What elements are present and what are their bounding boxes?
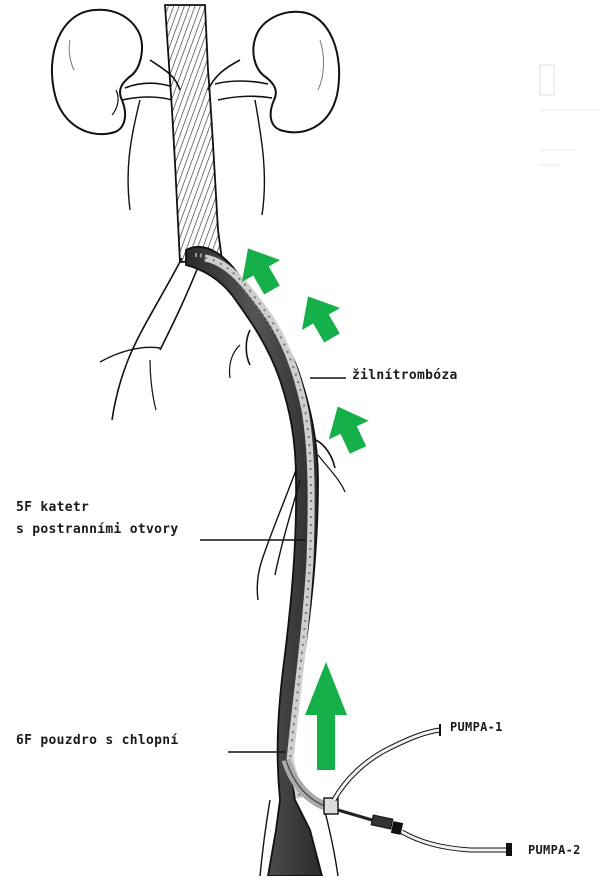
right-kidney-icon	[215, 12, 339, 133]
label-pump1: PUMPA-1	[450, 720, 503, 734]
pump2-tubing	[338, 810, 512, 856]
left-ureter	[128, 100, 140, 210]
thrombosed-vein	[186, 247, 345, 876]
left-kidney-icon	[52, 10, 172, 134]
left-iliac-vein	[100, 258, 200, 420]
vena-cava	[150, 5, 240, 262]
right-ureter	[255, 100, 264, 215]
label-catheter-line2: s postranními otvory	[16, 522, 179, 537]
scan-ghost-marks	[540, 65, 600, 165]
label-sheath: 6F pouzdro s chlopní	[16, 733, 179, 748]
label-pump2: PUMPA-2	[528, 843, 581, 857]
arrow-up-icon	[289, 285, 351, 349]
pump1-tubing	[334, 724, 440, 800]
label-catheter-line1: 5F katetr	[16, 500, 89, 515]
arrow-up-icon	[305, 662, 347, 770]
label-thrombosis: žilnítrombóza	[352, 368, 458, 383]
